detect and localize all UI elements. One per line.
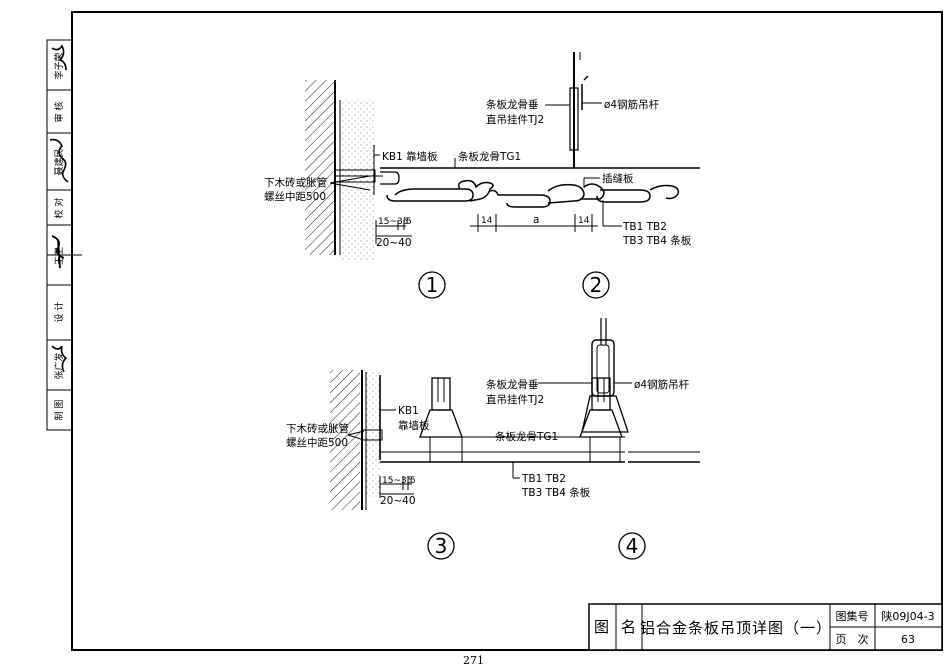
signature-1	[51, 44, 67, 71]
detail-2-number: 2	[590, 273, 603, 297]
hanger-clip-tj2	[591, 339, 615, 397]
side-approval-block: 李子荣 审 核 聂建民 校 对 王卫 设 计 张广发 制 图	[46, 39, 82, 431]
wall-label-line1: KB1	[398, 405, 419, 417]
panel-label-line1: TB1 TB2	[622, 221, 667, 233]
dim-14-right: 14	[578, 216, 590, 226]
label-tu: 图	[594, 618, 610, 636]
hanger-clip-tj2	[569, 87, 579, 151]
detail-2: 条板龙骨垂 直吊挂件TJ2 ø4钢筋吊杆 插缝板 TB1 TB2 TB3 TB4…	[470, 52, 692, 299]
panel-label-line2: TB3 TB4 条板	[521, 486, 591, 499]
designer-name: 张广发	[53, 352, 65, 379]
strip-panel-2	[457, 179, 494, 202]
detail-2-bubble	[582, 271, 610, 299]
detail-4-bubble	[618, 532, 646, 560]
plaster-layer	[366, 372, 380, 497]
drawing-title: 铝合金条板吊顶详图（一）	[640, 619, 832, 637]
role-check: 校 对	[53, 198, 65, 219]
dim-20-40: 20~40	[376, 237, 412, 249]
atlas-value: 陕09J04-3	[881, 609, 934, 623]
dim-a: a	[533, 214, 539, 226]
role-draw: 制 图	[53, 400, 65, 421]
role-design: 设 计	[53, 302, 65, 323]
rod-label: ø4钢筋吊杆	[634, 378, 690, 391]
wall-panel-label: KB1 靠墙板	[382, 150, 438, 163]
label-ming: 名	[621, 618, 637, 636]
anchor-label-line1: 下木砖或胀管	[286, 422, 349, 435]
detail-3-bubble	[427, 532, 455, 560]
wall-hatch	[330, 370, 360, 510]
role-review: 审 核	[53, 102, 65, 123]
signature-4	[51, 345, 68, 373]
detail-1: KB1 靠墙板 条板龙骨TG1 下木砖或胀管 螺丝中距500 15~35 5 2…	[264, 80, 700, 299]
hanger-clip	[431, 377, 451, 411]
insert-label: 插缝板	[602, 172, 634, 185]
hanger-label-line1: 条板龙骨垂	[486, 98, 539, 111]
dim-5: 5	[406, 217, 412, 227]
anchor-label-line2: 螺丝中距500	[264, 190, 326, 203]
detail-3-number: 3	[435, 534, 448, 558]
checked-name: 李子荣	[53, 52, 65, 79]
detail-1-bubble	[418, 271, 446, 299]
wall-hatch	[305, 80, 335, 255]
title-block: 图 名 铝合金条板吊顶详图（一） 图集号 陕09J04-3 页 次 63	[588, 603, 943, 651]
strip-panel-3	[547, 183, 585, 204]
detail-1-number: 1	[426, 273, 439, 297]
dim-14-left: 14	[481, 216, 493, 226]
strip-panel-4	[596, 189, 651, 203]
page-value: 63	[901, 633, 915, 646]
signature-2	[49, 138, 69, 183]
hanger-label-line1: 条板龙骨垂	[486, 378, 539, 391]
panel-label-line2: TB3 TB4 条板	[622, 234, 692, 247]
strip-panel-1	[386, 188, 474, 202]
hanger-label-line2: 直吊挂件TJ2	[486, 393, 544, 406]
hanger-label-line2: 直吊挂件TJ2	[486, 113, 544, 126]
page-number: 271	[463, 654, 484, 667]
dim-20-40: 20~40	[380, 495, 416, 507]
dim-15-35: 15~35	[382, 476, 412, 486]
runner-label: 条板龙骨TG1	[458, 150, 521, 163]
reviewed-name: 聂建民	[53, 148, 65, 175]
anchor-label-line1: 下木砖或胀管	[264, 176, 327, 189]
wall-label-line2: 靠墙板	[398, 419, 430, 432]
page-label: 页 次	[836, 632, 869, 646]
rod-label: ø4钢筋吊杆	[604, 98, 660, 111]
detail-4: 条板龙骨垂 直吊挂件TJ2 ø4钢筋吊杆 4	[486, 318, 700, 560]
panel-label-line1: TB1 TB2	[521, 473, 566, 485]
detail-4-number: 4	[626, 534, 639, 558]
detail-3: KB1 靠墙板 下木砖或胀管 螺丝中距500 条板龙骨TG1 TB1 TB2 T…	[286, 370, 625, 560]
atlas-label: 图集号	[836, 609, 869, 623]
dim-15-35: 15~35	[378, 217, 408, 227]
anchor-screw	[361, 429, 383, 441]
dim-5: 5	[410, 476, 416, 486]
anchor-label-line2: 螺丝中距500	[286, 436, 348, 449]
runner-label: 条板龙骨TG1	[495, 430, 558, 443]
